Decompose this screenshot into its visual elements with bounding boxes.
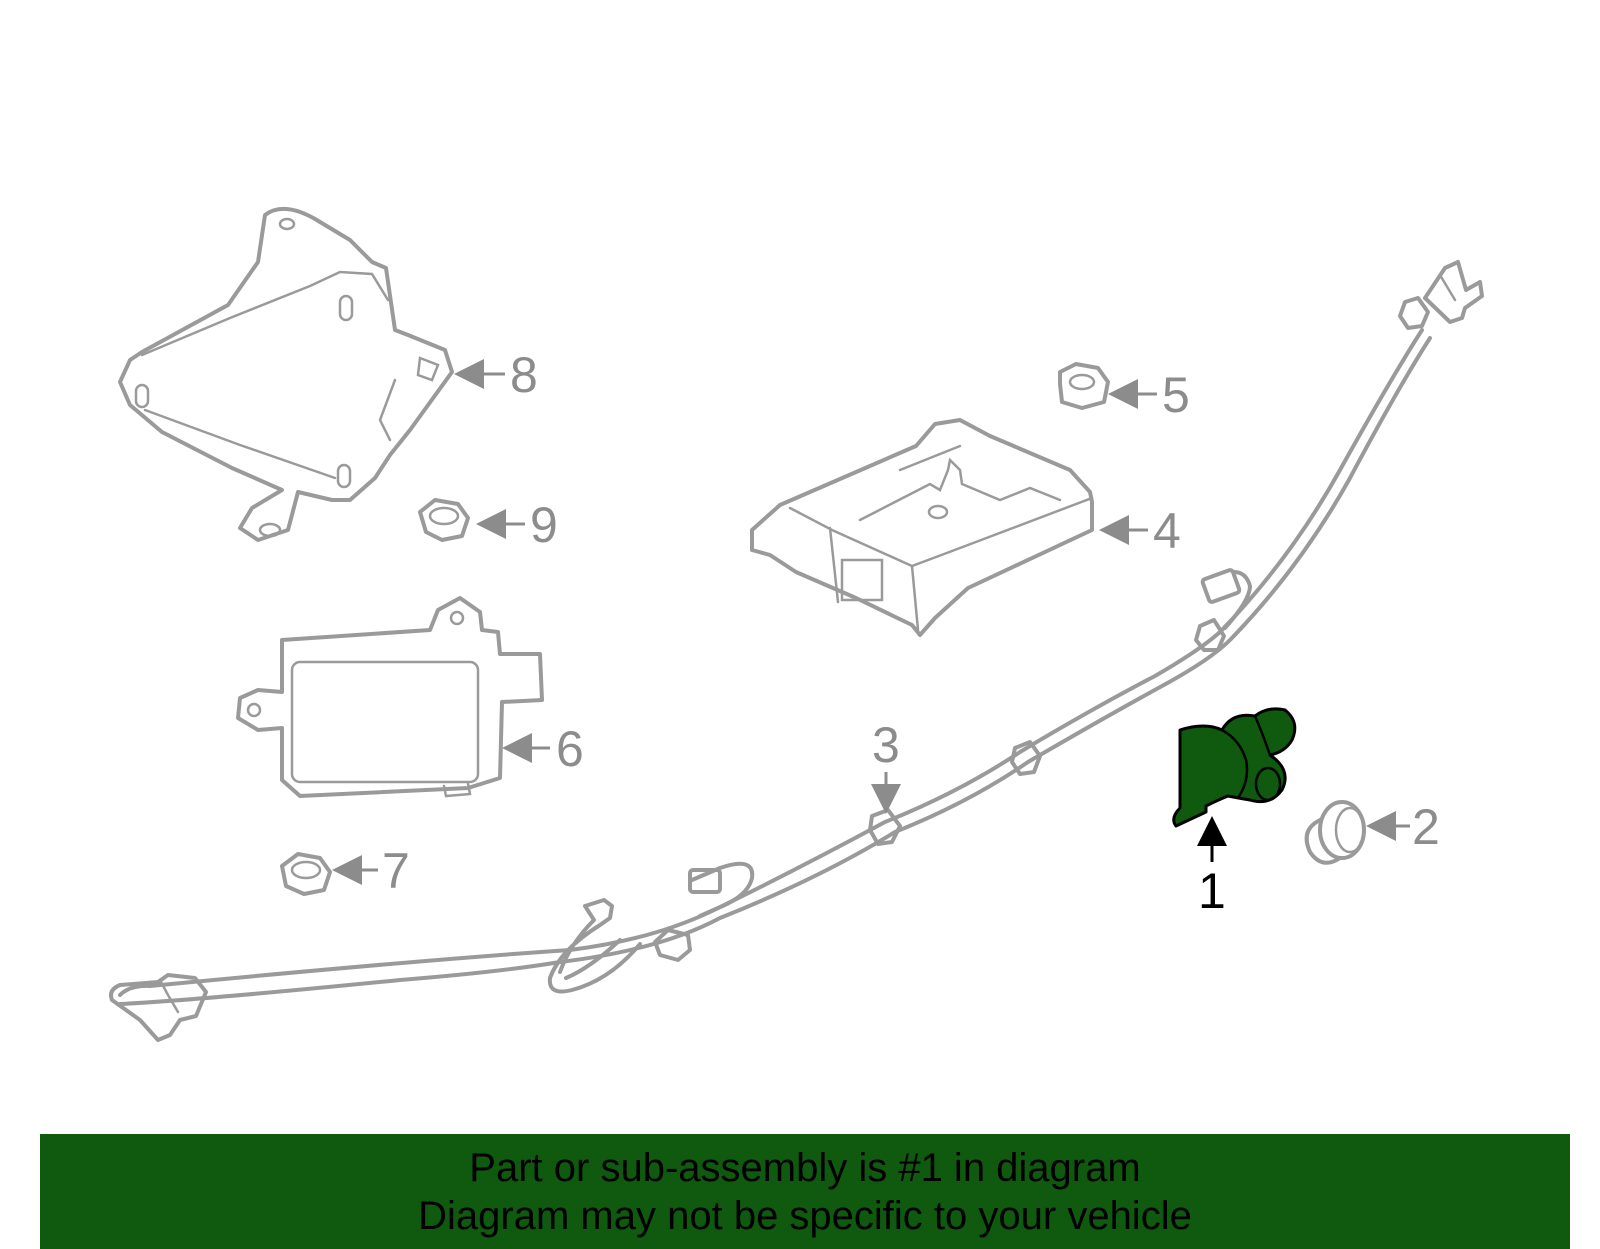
callout-number-2: 2: [1412, 799, 1440, 855]
callout-8: 8: [454, 347, 538, 403]
callout-number-6: 6: [556, 721, 584, 777]
info-banner: Part or sub-assembly is #1 in diagram Di…: [40, 1134, 1570, 1249]
callout-number-4: 4: [1153, 503, 1181, 559]
callout-5: 5: [1108, 367, 1190, 423]
callout-3: 3: [871, 717, 901, 814]
callout-9: 9: [476, 497, 558, 553]
wire-harness-part-3: [109, 260, 1484, 1042]
sensor-part-1: [1172, 707, 1297, 828]
callout-number-9: 9: [530, 497, 558, 553]
grommet-part-2: [1304, 800, 1366, 865]
banner-line-1: Part or sub-assembly is #1 in diagram: [469, 1146, 1141, 1190]
callout-number-8: 8: [510, 347, 538, 403]
control-unit-part-4: [750, 418, 1094, 637]
nut-part-5: [1058, 362, 1110, 410]
callout-2: 2: [1366, 799, 1440, 855]
callout-number-5: 5: [1162, 367, 1190, 423]
callout-4: 4: [1099, 503, 1181, 559]
callout-number-1: 1: [1198, 863, 1226, 919]
callout-1: 1: [1197, 816, 1227, 919]
nut-part-7: [280, 852, 332, 896]
callout-7: 7: [332, 843, 410, 899]
callout-6: 6: [502, 721, 584, 777]
bracket-part-8: [118, 206, 454, 542]
callout-number-3: 3: [872, 717, 900, 773]
nut-part-9: [418, 498, 470, 542]
callout-number-7: 7: [382, 843, 410, 899]
module-part-6: [236, 596, 544, 798]
banner-line-2: Diagram may not be specific to your vehi…: [418, 1194, 1192, 1238]
